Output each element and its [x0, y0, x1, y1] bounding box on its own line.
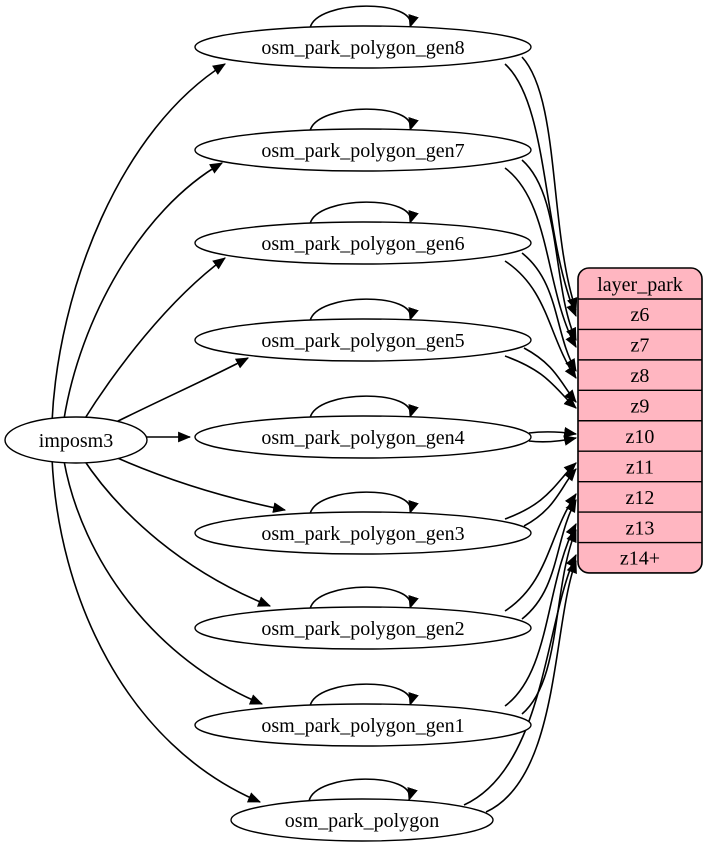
edge-gen2-z12-1 [521, 499, 577, 620]
edge-imposm3-gen7 [63, 162, 223, 420]
self-loop-gen3 [309, 491, 419, 515]
table-node-ellipse-gen8 [194, 25, 532, 69]
edge-imposm3-polygon [51, 457, 261, 803]
table-node-gen7: osm_park_polygon_gen7 [194, 128, 532, 172]
edge-imposm3-gen5 [103, 357, 249, 429]
table-node-ellipse-polygon [230, 798, 494, 842]
edge-gen1-z13-2 [504, 523, 577, 707]
table-node-gen5: osm_park_polygon_gen5 [194, 318, 532, 362]
edge-gen4-z10-2 [528, 435, 578, 446]
table-node-ellipse-gen4 [194, 415, 532, 459]
layer-row-z8: z8 [631, 365, 650, 387]
table-node-gen8: osm_park_polygon_gen8 [194, 25, 532, 69]
edge-imposm3-gen3 [103, 451, 287, 513]
layer-row-z12: z12 [626, 487, 655, 509]
source-node-imposm3: imposm3 [4, 416, 148, 464]
edge-gen3-z11-2 [504, 462, 577, 520]
self-loop-gen8 [309, 5, 419, 29]
edge-imposm3-gen6 [81, 257, 226, 424]
table-node-ellipse-gen1 [194, 703, 532, 747]
edge-gen2-z12-2 [504, 493, 577, 612]
edge-gen6-z8-1 [521, 252, 577, 372]
table-node-gen3: osm_park_polygon_gen3 [194, 511, 532, 555]
table-node-ellipse-gen7 [194, 128, 532, 172]
edge-gen6-z8-2 [504, 260, 577, 379]
table-node-gen2: osm_park_polygon_gen2 [194, 606, 532, 650]
table-node-ellipse-gen2 [194, 606, 532, 650]
table-node-polygon: osm_park_polygon [230, 798, 494, 842]
table-node-label-gen3: osm_park_polygon_gen3 [261, 523, 464, 545]
table-node-ellipse-gen3 [194, 511, 532, 555]
table-node-label-gen5: osm_park_polygon_gen5 [261, 330, 464, 352]
self-loop-gen6 [309, 201, 419, 225]
table-node-ellipse-gen5 [194, 318, 532, 362]
table-node-label-gen7: osm_park_polygon_gen7 [261, 140, 464, 162]
layer-row-z7: z7 [631, 335, 650, 357]
table-node-gen4: osm_park_polygon_gen4 [194, 415, 532, 459]
self-loop-gen4 [309, 395, 419, 419]
layer-row-z9: z9 [631, 396, 650, 418]
edge-gen4-z10-1 [528, 426, 578, 438]
self-loop-polygon [308, 778, 418, 802]
layer-row-z14+: z14+ [620, 548, 660, 570]
layer-row-z11: z11 [626, 456, 654, 478]
edge-gen8-z6-1 [521, 56, 578, 312]
self-loop-gen2 [309, 586, 419, 610]
self-loop-gen7 [309, 108, 419, 132]
edge-gen8-z6-2 [504, 63, 577, 318]
self-loop-gen1 [309, 683, 419, 707]
table-node-label-gen2: osm_park_polygon_gen2 [261, 618, 464, 640]
table-node-label-gen8: osm_park_polygon_gen8 [261, 37, 464, 59]
edge-imposm3-gen1 [63, 460, 264, 705]
table-node-gen6: osm_park_polygon_gen6 [194, 221, 532, 265]
edge-imposm3-gen8 [51, 63, 226, 423]
edge-polygon-z14+-1 [485, 559, 577, 813]
self-loop-gen5 [309, 298, 419, 322]
edge-gen7-z7-1 [521, 159, 577, 341]
edge-imposm3-gen2 [81, 456, 272, 607]
edge-gen7-z7-2 [504, 167, 577, 348]
layer-row-z10: z10 [626, 426, 655, 448]
imposm3-ellipse [4, 416, 148, 464]
layer-park-table: layer_park z6 z7 z8 z9 z10 z11 z12 z13 z14+ [577, 267, 703, 574]
layer-table-title: layer_park [597, 274, 683, 296]
table-node-ellipse-gen6 [194, 221, 532, 265]
table-node-label-polygon: osm_park_polygon [285, 810, 439, 832]
edge-gen1-z13-1 [521, 528, 577, 715]
table-node-label-gen1: osm_park_polygon_gen1 [261, 715, 464, 737]
table-node-label-gen4: osm_park_polygon_gen4 [261, 427, 464, 449]
edge-polygon-z14+-2 [463, 554, 577, 806]
table-node-label-gen6: osm_park_polygon_gen6 [261, 233, 464, 255]
edges-layer [51, 5, 578, 813]
table-node-gen1: osm_park_polygon_gen1 [194, 703, 532, 747]
layer-row-z6: z6 [631, 304, 650, 326]
layer-row-z13: z13 [626, 517, 655, 539]
imposm3-label: imposm3 [39, 430, 113, 452]
edge-gen5-z9-2 [504, 355, 577, 409]
